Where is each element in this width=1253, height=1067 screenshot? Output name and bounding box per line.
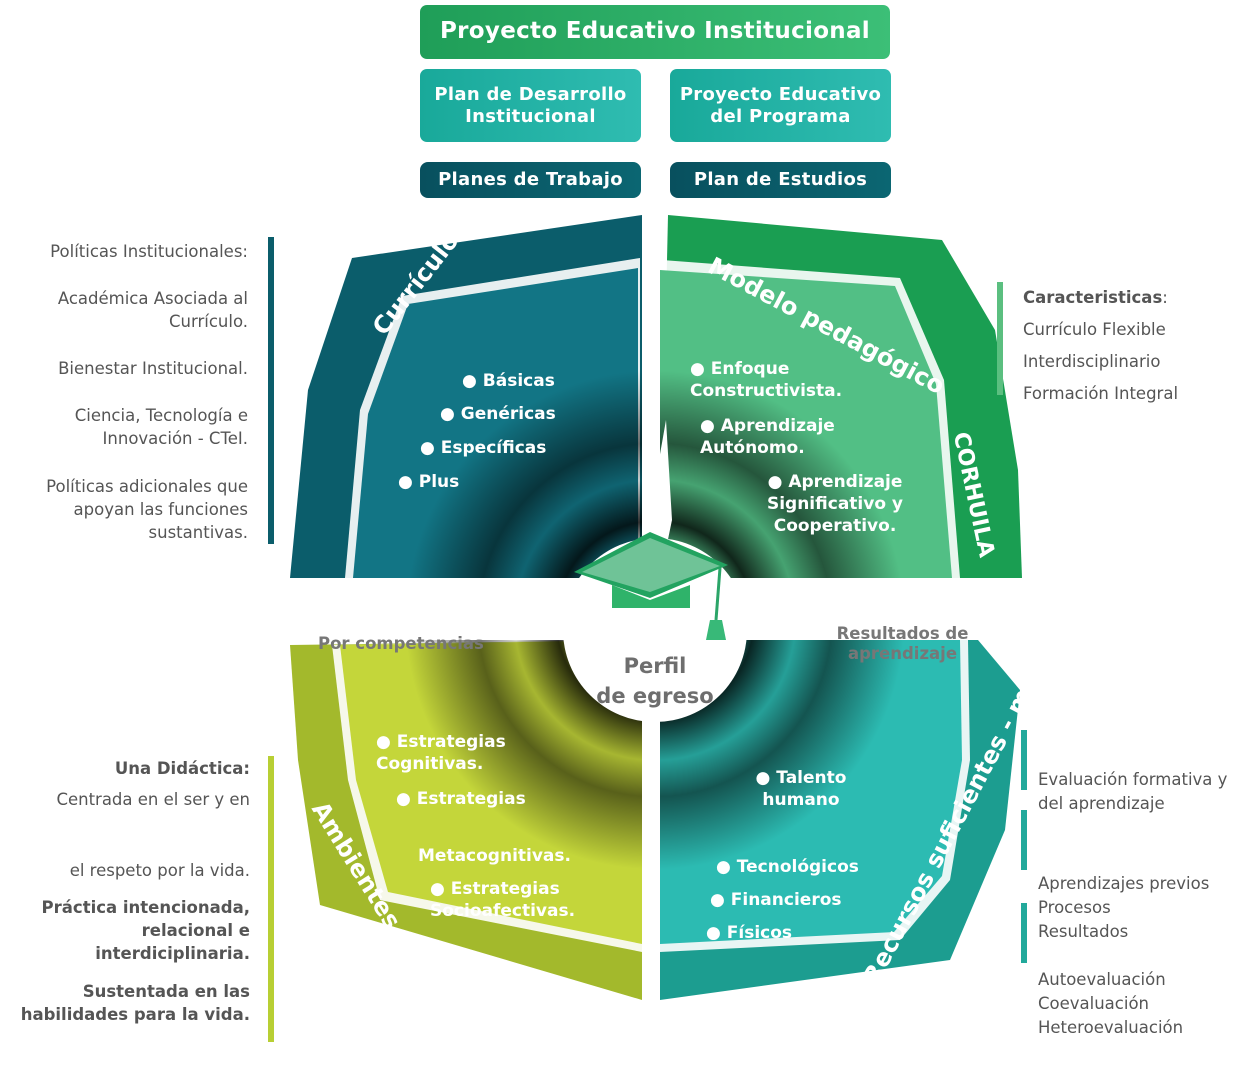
resultados-label: Resultados de aprendizaje bbox=[836, 624, 969, 663]
plan-estudios-box: Plan de Estudios bbox=[670, 162, 891, 198]
politicas-list: Políticas Institucionales: Académica Aso… bbox=[8, 240, 248, 544]
ambientes-item: ● Estrategias Cognitivas. bbox=[376, 732, 506, 775]
caracteristica-item: Formación Integral bbox=[1023, 384, 1179, 403]
pdi-box: Plan de Desarrollo Institucional bbox=[420, 69, 641, 142]
recursos-item: ● Financieros bbox=[710, 890, 842, 910]
recursos-item: ● Talento humano bbox=[755, 768, 847, 811]
didactica-bar bbox=[268, 756, 274, 1042]
caracteristicas-heading: Caracteristicas bbox=[1023, 288, 1163, 307]
evaluacion-item: Procesos bbox=[1038, 898, 1111, 917]
evaluacion-list: Evaluación formativa y del aprendizaje A… bbox=[1038, 768, 1248, 1040]
politica-item: Ciencia, Tecnología e Innovación - CTeI. bbox=[74, 406, 248, 449]
evaluacion-item: Autoevaluación bbox=[1038, 970, 1166, 989]
politicas-heading: Políticas Institucionales: bbox=[50, 242, 248, 261]
politica-item: Políticas adicionales que apoyan las fun… bbox=[46, 476, 248, 542]
curriculo-item: ● Específicas bbox=[420, 438, 547, 458]
evaluacion-item: Resultados bbox=[1038, 922, 1129, 941]
didactica-heading: Una Didáctica: bbox=[114, 759, 250, 778]
evaluacion-item: Heteroevaluación bbox=[1038, 1018, 1184, 1037]
ambientes-item: Metacognitivas. bbox=[418, 846, 571, 866]
caracteristicas-list: Caracteristicas: Currículo Flexible Inte… bbox=[1023, 282, 1178, 410]
politicas-bar bbox=[268, 237, 274, 544]
didactica-bold: Sustentada en las habilidades para la vi… bbox=[20, 981, 250, 1024]
didactica-line: Centrada en el ser y en bbox=[56, 790, 250, 810]
ambientes-item: ● Estrategias bbox=[396, 789, 526, 809]
pei-box: Proyecto Educativo Institucional bbox=[420, 5, 890, 59]
modelo-item: ● Enfoque Constructivista. bbox=[690, 359, 843, 402]
ambientes-item: ● Estrategias Socioafectivas. bbox=[430, 879, 576, 922]
evaluacion-bar bbox=[1021, 730, 1027, 790]
pep-box: Proyecto Educativo del Programa bbox=[670, 69, 891, 142]
politica-item: Académica Asociada al Currículo. bbox=[57, 289, 248, 332]
perfil-label: Perfil bbox=[623, 654, 687, 678]
curriculo-item: ● Básicas bbox=[462, 371, 555, 391]
evaluacion-bar bbox=[1021, 810, 1027, 870]
evaluacion-item: Aprendizajes previos bbox=[1038, 874, 1210, 893]
politica-item: Bienestar Institucional. bbox=[58, 359, 248, 379]
por-competencias-label: Por competencias bbox=[318, 634, 484, 653]
modelo-item: ● Aprendizaje Significativo y Cooperativ… bbox=[766, 472, 904, 537]
evaluacion-bar bbox=[1021, 903, 1027, 963]
egreso-label: de egreso bbox=[596, 684, 714, 708]
planes-trabajo-box: Planes de Trabajo bbox=[420, 162, 641, 198]
didactica-line: el respeto por la vida. bbox=[69, 861, 250, 881]
didactica-bold: Práctica intencionada, relacional e inte… bbox=[41, 898, 250, 964]
caracteristica-item: Currículo Flexible bbox=[1023, 320, 1166, 339]
evaluacion-item: Evaluación formativa y del aprendizaje bbox=[1038, 770, 1228, 813]
graduation-cap-icon bbox=[574, 532, 728, 640]
curriculo-item: ● Genéricas bbox=[440, 404, 556, 424]
evaluacion-item: Coevaluación bbox=[1038, 994, 1150, 1013]
didactica-list: Una Didáctica: Centrada en el ser y en e… bbox=[8, 757, 250, 1026]
caracteristica-item: Interdisciplinario bbox=[1023, 352, 1161, 371]
modelo-item: ● Aprendizaje Autónomo. bbox=[700, 416, 835, 459]
caracteristicas-bar bbox=[997, 282, 1003, 395]
recursos-item: ● Físicos bbox=[706, 923, 793, 940]
recursos-item: ● Tecnológicos bbox=[716, 857, 859, 877]
curriculo-item: ● Plus bbox=[398, 472, 460, 492]
